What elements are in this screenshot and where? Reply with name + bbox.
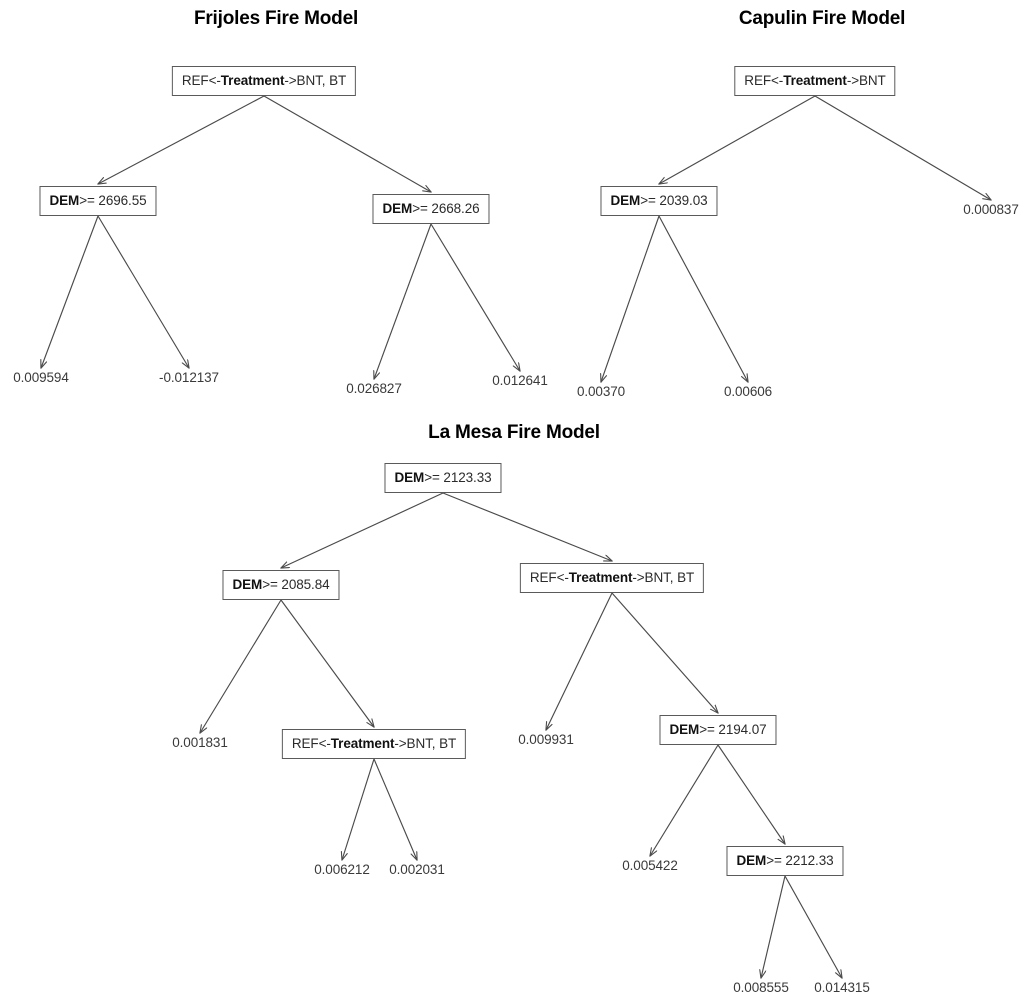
split-node-f-l[interactable]: DEM >= 2696.55 bbox=[39, 186, 157, 216]
node-label-variable: DEM bbox=[669, 722, 700, 738]
leaf-node-m-lrr: 0.002031 bbox=[389, 862, 445, 877]
node-label-variable: DEM bbox=[382, 201, 413, 217]
split-node-c-root[interactable]: REF<-Treatment->BNT bbox=[734, 66, 896, 96]
tree-edge bbox=[263, 95, 431, 192]
tree-title-lamesa: La Mesa Fire Model bbox=[428, 422, 600, 443]
leaf-node-c-ll: 0.00370 bbox=[576, 384, 626, 399]
split-node-m-lr[interactable]: REF<-Treatment->BNT, BT bbox=[281, 729, 467, 759]
node-label-variable: DEM bbox=[736, 853, 767, 869]
split-node-m-r[interactable]: REF<-Treatment->BNT, BT bbox=[519, 563, 705, 593]
node-label-suffix: ->BNT, BT bbox=[284, 73, 347, 89]
split-node-m-root[interactable]: DEM >= 2123.33 bbox=[384, 463, 502, 493]
leaf-node-f-rl: 0.026827 bbox=[346, 381, 402, 396]
node-label-suffix: ->BNT, BT bbox=[394, 736, 457, 752]
tree-edge bbox=[430, 223, 520, 371]
node-label-variable: DEM bbox=[49, 193, 80, 209]
node-label-suffix: >= 2194.07 bbox=[699, 722, 767, 738]
node-label-variable: Treatment bbox=[330, 736, 395, 752]
tree-edge bbox=[280, 599, 374, 727]
tree-edge bbox=[41, 215, 99, 368]
tree-edge bbox=[761, 875, 786, 978]
leaf-node-m-rl: 0.009931 bbox=[518, 732, 574, 747]
node-label-suffix: >= 2085.84 bbox=[262, 577, 330, 593]
leaf-node-f-lr: -0.012137 bbox=[159, 370, 219, 385]
node-label-variable: DEM bbox=[610, 193, 641, 209]
split-node-m-rr[interactable]: DEM >= 2194.07 bbox=[659, 715, 777, 745]
node-label-suffix: ->BNT, BT bbox=[632, 570, 695, 586]
tree-edge bbox=[200, 599, 282, 733]
tree-edge bbox=[658, 215, 748, 382]
leaf-node-f-rr: 0.012641 bbox=[492, 373, 548, 388]
node-label-variable: Treatment bbox=[783, 73, 847, 89]
tree-title-frijoles: Frijoles Fire Model bbox=[193, 8, 359, 29]
node-label-variable: DEM bbox=[232, 577, 263, 593]
leaf-node-c-r: 0.000837 bbox=[963, 202, 1019, 217]
leaf-node-c-lr: 0.00606 bbox=[723, 384, 773, 399]
tree-edge bbox=[601, 215, 660, 382]
node-label-prefix: REF<- bbox=[291, 736, 331, 752]
tree-edge bbox=[98, 95, 265, 184]
node-label-suffix: >= 2668.26 bbox=[412, 201, 480, 217]
tree-edge bbox=[659, 95, 816, 184]
node-label-variable: Treatment bbox=[568, 570, 633, 586]
leaf-node-f-ll: 0.009594 bbox=[13, 370, 69, 385]
edge-group bbox=[41, 95, 991, 978]
node-label-prefix: REF<- bbox=[529, 570, 569, 586]
node-label-prefix: REF<- bbox=[744, 73, 784, 89]
node-label-suffix: >= 2039.03 bbox=[640, 193, 708, 209]
leaf-node-m-rrl: 0.005422 bbox=[622, 858, 678, 873]
tree-edge bbox=[342, 758, 375, 860]
tree-edge bbox=[442, 492, 612, 561]
tree-title-capulin: Capulin Fire Model bbox=[738, 8, 906, 29]
node-label-prefix: REF<- bbox=[181, 73, 221, 89]
tree-edge bbox=[546, 592, 613, 730]
tree-edge bbox=[717, 744, 785, 844]
split-node-f-r[interactable]: DEM >= 2668.26 bbox=[372, 194, 490, 224]
split-node-c-l[interactable]: DEM >= 2039.03 bbox=[600, 186, 718, 216]
node-label-suffix: >= 2212.33 bbox=[766, 853, 834, 869]
tree-edge bbox=[814, 95, 991, 200]
tree-edge bbox=[97, 215, 189, 368]
node-label-variable: Treatment bbox=[220, 73, 285, 89]
split-node-m-l[interactable]: DEM >= 2085.84 bbox=[222, 570, 340, 600]
leaf-node-m-rrrr: 0.014315 bbox=[814, 980, 870, 995]
leaf-node-m-lrl: 0.006212 bbox=[314, 862, 370, 877]
tree-edge bbox=[650, 744, 719, 856]
tree-edge bbox=[374, 223, 432, 379]
tree-edge bbox=[373, 758, 417, 860]
split-node-m-rrr[interactable]: DEM >= 2212.33 bbox=[726, 846, 844, 876]
split-node-f-root[interactable]: REF<-Treatment->BNT, BT bbox=[171, 66, 357, 96]
node-label-suffix: ->BNT bbox=[846, 73, 886, 89]
node-label-suffix: >= 2696.55 bbox=[79, 193, 147, 209]
tree-edge bbox=[611, 592, 718, 713]
tree-edge bbox=[784, 875, 842, 978]
leaf-node-m-rrrl: 0.008555 bbox=[733, 980, 789, 995]
node-label-variable: DEM bbox=[394, 470, 425, 486]
leaf-node-m-ll: 0.001831 bbox=[172, 735, 228, 750]
node-label-suffix: >= 2123.33 bbox=[424, 470, 492, 486]
tree-edge bbox=[281, 492, 444, 568]
